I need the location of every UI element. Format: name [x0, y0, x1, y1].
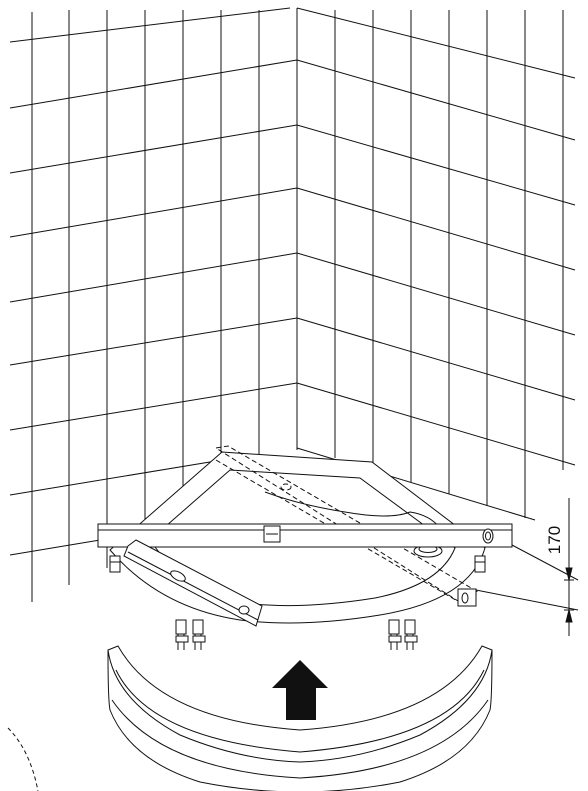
- left-wall-tiles: [9, 7, 298, 602]
- door-swing-arc: [7, 727, 39, 791]
- spirit-level-diagonal-end: [457, 588, 477, 607]
- dimension-height: [475, 498, 579, 636]
- right-wall-tiles: [296, 7, 576, 521]
- tray-legs: [109, 555, 486, 650]
- spirit-level-horizontal: [97, 523, 513, 548]
- arrow-up-icon: [272, 660, 328, 720]
- front-apron-panel: [107, 645, 493, 791]
- spirit-level-angled: [123, 539, 263, 627]
- dimension-label: 170: [545, 526, 564, 554]
